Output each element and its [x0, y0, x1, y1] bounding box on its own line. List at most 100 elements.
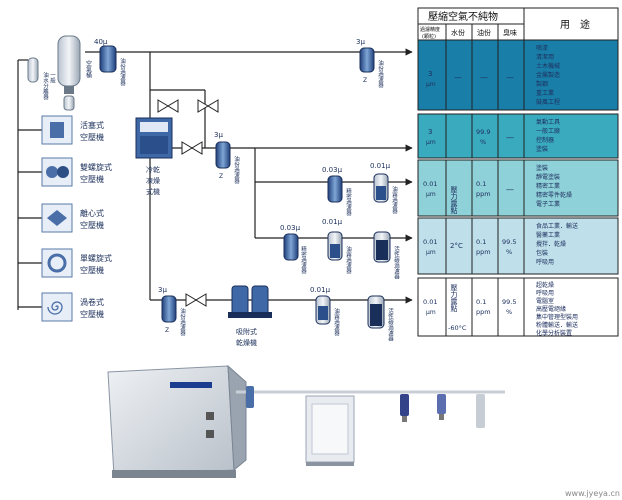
filter-photo [246, 386, 254, 408]
use-item: 清潔用 [536, 53, 554, 61]
filter-003u-a: 0.03μ 精密過濾器 [322, 166, 352, 217]
cell-smell: — [506, 73, 514, 82]
watermark: www.jyeya.cn [565, 489, 620, 498]
valve-icon [197, 99, 219, 113]
compressor-kind: 空壓機 [80, 132, 104, 142]
table-header-use: 用 途 [560, 18, 590, 31]
use-item: 金屬製造 [536, 71, 560, 79]
table-sub-particle: 過濾精度 [420, 26, 440, 33]
compressor-name: 離心式 [80, 208, 104, 218]
use-item: 化學分析裝置 [536, 329, 572, 337]
compressor-kind: 空壓機 [80, 174, 104, 184]
filter-label: 油份過濾器 [119, 57, 126, 87]
adsorb-dryer-label-1: 吸附式 [236, 327, 257, 336]
valve-icon [181, 141, 203, 155]
cell-oil: — [480, 73, 488, 82]
compressor-name: 雙螺旋式 [80, 162, 112, 172]
cell-smell: 99.5 [502, 238, 516, 246]
use-item: 集中管理型裝用 [536, 313, 578, 321]
compressor-kind: 空壓機 [80, 309, 104, 319]
compressor-scroll: 渦卷式 空壓機 [41, 292, 104, 322]
refrig-dryer-label-2: 凍燥 [146, 176, 160, 185]
cell-smell: — [506, 185, 514, 194]
compressor-single-screw: 單螺旋式 空壓機 [41, 248, 112, 278]
piping [17, 48, 413, 310]
use-item: 土木機械 [536, 62, 560, 70]
separator-label: 油水分離器 [42, 71, 49, 101]
compressor-piston: 活塞式 空壓機 [41, 115, 104, 145]
compressor-name: 單螺旋式 [80, 253, 112, 263]
valve-icons [157, 99, 219, 307]
filter-3u-top: 3μ Z 油份過濾器 [356, 38, 384, 89]
cell-oil: 0.1 [476, 238, 486, 246]
compressor-machine [107, 364, 247, 478]
use-item: 精密工業 [536, 182, 560, 190]
compressor-twin-screw: 雙螺旋式 空壓機 [41, 157, 112, 187]
equipment-photo: www.jyeya.cn [107, 364, 620, 498]
cell-unit: μm [426, 249, 436, 256]
refrig-dryer-label-1: 冷乾 [146, 165, 160, 174]
table-row: 3 μm 99.9 % — 氣動工具 一般工廠 控制器 塗裝 [417, 113, 619, 159]
cell-oil-unit: ppm [476, 308, 491, 316]
use-item: 塗裝 [536, 164, 548, 172]
use-item: 一般工廠 [536, 127, 560, 135]
use-item: 氣動工具 [536, 118, 560, 126]
purity-table: 壓縮空氣不純物 用 途 過濾精度 (顆粒) 水份 油份 臭味 3 μm — — … [417, 7, 619, 337]
compressor-list: 活塞式 空壓機 雙螺旋式 空壓機 離心式 空壓機 單螺旋式 空壓機 渦卷式 空壓… [41, 115, 112, 322]
inline-filters-photo [400, 394, 485, 428]
cell-unit: μm [426, 191, 436, 198]
filter-label: 活性碳過濾器 [393, 245, 400, 281]
cell-water: 壓力露點 [450, 284, 458, 313]
filter-3u-mid: 3μ Z 油份過濾器 [214, 131, 240, 185]
use-item: 醫藥工業 [536, 231, 560, 239]
cell-oil-unit: ppm [476, 248, 491, 256]
table-header-title: 壓縮空氣不純物 [428, 10, 498, 23]
use-item: 精密零件乾燥 [536, 191, 572, 199]
cell-particle: 3 [428, 70, 432, 78]
filter-001u-c: 0.01μ 油霧過濾器 [310, 286, 340, 337]
cell-oil-unit: % [480, 138, 486, 146]
compressor-centrifugal: 離心式 空壓機 [41, 203, 104, 233]
cell-water: 2°C [450, 242, 463, 250]
cell-water: 壓力露點 [450, 186, 458, 215]
use-item: 食品工業．輸送 [536, 222, 578, 230]
pressure-label: 0.03μ [322, 166, 343, 174]
cell-unit: μm [426, 81, 436, 88]
filter-label: 精密過濾器 [345, 187, 352, 217]
cell-oil-unit: ppm [476, 190, 491, 198]
air-tank: 空氣桶 [57, 35, 92, 94]
cell-smell-unit: % [506, 308, 512, 316]
pressure-label: 0.01μ [310, 286, 331, 294]
use-item: 電子工業 [536, 200, 560, 208]
adsorption-dryer: 吸附式 乾燥機 [228, 285, 272, 347]
refrigerated-dryer: 冷乾 凍燥 式機 [135, 117, 173, 196]
filter-label: 油霧過濾器 [333, 307, 340, 337]
pressure-label: 3μ [158, 286, 167, 294]
use-item: 電腦室 [536, 297, 554, 305]
use-item: 控制器 [536, 136, 554, 144]
use-item: 包裝 [536, 249, 548, 257]
use-item: 靜電塗裝 [536, 173, 560, 181]
cell-particle: 0.01 [423, 238, 437, 246]
cell-particle: 3 [428, 128, 432, 136]
table-sub-particle-unit: (顆粒) [422, 33, 436, 40]
separator-sub-label: 一般 [49, 72, 56, 84]
cell-unit: μm [426, 139, 436, 146]
tank-label: 空氣桶 [85, 59, 92, 79]
filter-001u-b: 0.01μ 油霧過濾器 [322, 218, 352, 275]
filter-carbon-a: 活性碳過濾器 [373, 231, 400, 281]
use-item: 超乾燥 [536, 281, 554, 289]
use-item: 粉體輸送．輸送 [536, 321, 578, 329]
filter-label: 油霧過濾器 [345, 245, 352, 275]
filter-label: 油份過濾器 [179, 307, 186, 337]
filter-carbon-b: 活性碳過濾器 [367, 295, 394, 342]
dryer-unit-photo [305, 395, 355, 466]
pressure-label: 0.01μ [370, 162, 391, 170]
table-sub-smell: 臭味 [503, 28, 517, 37]
filter-label: 油份過濾器 [377, 59, 384, 89]
cell-smell: 99.5 [502, 298, 516, 306]
table-sub-water: 水份 [451, 28, 465, 37]
cell-smell-unit: % [506, 248, 512, 256]
use-item: 噴漆 [536, 44, 548, 52]
